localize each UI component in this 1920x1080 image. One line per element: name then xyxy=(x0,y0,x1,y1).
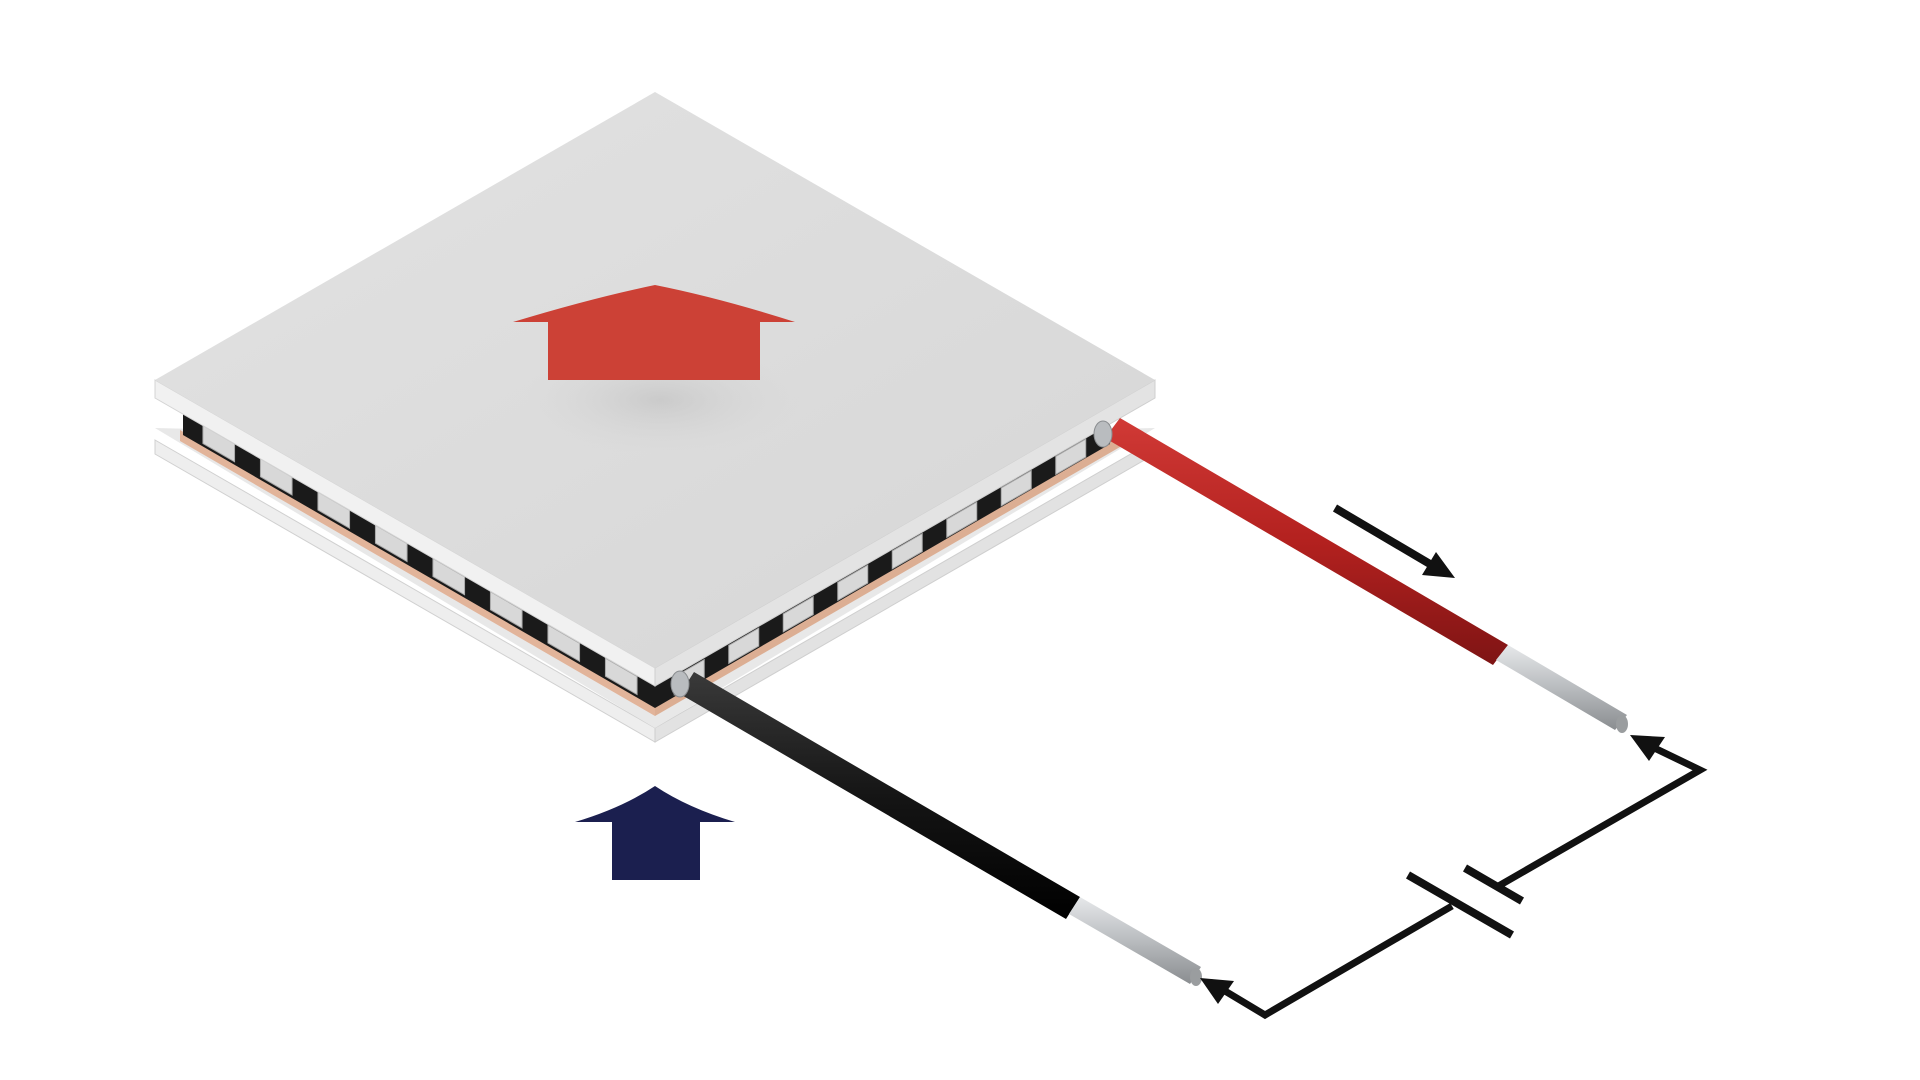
negative-wire-insulation xyxy=(680,672,1080,919)
top-plate xyxy=(154,92,1156,687)
element-band-right xyxy=(655,421,1110,708)
heat-out-arrow-icon xyxy=(513,285,795,380)
element-right-2 xyxy=(728,627,760,665)
negative-wire-strands xyxy=(1069,897,1201,984)
element-right-5 xyxy=(891,532,923,570)
negative-wire-terminal xyxy=(670,670,690,698)
circuit-wire-bottom xyxy=(1208,902,1454,1020)
battery-long-plate xyxy=(1406,871,1514,939)
element-right-8 xyxy=(1055,438,1087,476)
elements-right-row xyxy=(673,438,1087,696)
current-direction-arrow-icon xyxy=(1332,504,1455,578)
element-left-7 xyxy=(547,624,581,663)
positive-wire-terminal xyxy=(1093,420,1113,448)
circuit-arrow-top-icon xyxy=(1630,735,1665,761)
copper-layer-right xyxy=(655,436,1120,716)
element-right-4 xyxy=(837,564,869,602)
element-left-8 xyxy=(604,657,638,696)
element-band-left xyxy=(183,412,655,708)
negative-wire xyxy=(670,670,1202,986)
external-circuit xyxy=(1208,738,1708,1020)
positive-wire-tip xyxy=(1616,715,1628,733)
element-right-7 xyxy=(1000,469,1032,507)
heat-in-arrow-icon xyxy=(575,786,735,880)
element-right-3 xyxy=(782,595,814,633)
positive-wire-strands xyxy=(1496,645,1627,730)
positive-wire xyxy=(1093,418,1628,733)
battery-short-plate xyxy=(1462,864,1525,905)
semiconductor-layer xyxy=(180,412,1120,716)
element-right-6 xyxy=(946,501,978,539)
circuit-arrow-bottom-icon xyxy=(1200,978,1234,1004)
negative-wire-tip xyxy=(1190,968,1202,986)
elements-left-row xyxy=(202,424,638,696)
positive-wire-insulation xyxy=(1105,418,1508,665)
circuit-wire-top xyxy=(1493,738,1708,892)
